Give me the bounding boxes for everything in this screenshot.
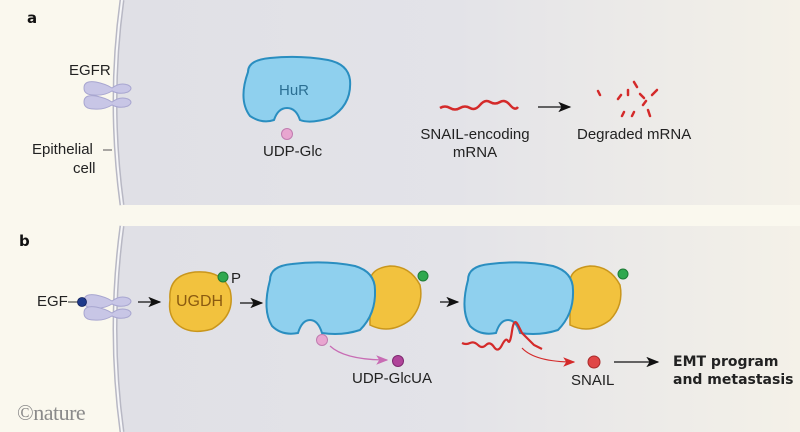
nature-credit: ©nature <box>17 400 86 425</box>
hur-label: HuR <box>279 82 310 99</box>
panel-label-a: a <box>27 9 38 27</box>
udp-glc-label: UDP-Glc <box>263 143 323 160</box>
degraded-mrna-fragments <box>596 80 659 118</box>
snail-mrna-b <box>461 320 543 351</box>
phosphate-label: P <box>231 270 242 287</box>
cell-panel-a <box>115 0 800 205</box>
panel-label-b: b <box>19 232 30 250</box>
snail-mrna-label-line2: mRNA <box>452 144 498 161</box>
egf-label: EGF <box>37 293 68 310</box>
snail-mrna-label-line1: SNAIL-encoding <box>420 126 530 143</box>
snail-protein <box>587 355 601 369</box>
egfr-receptor-b <box>83 294 132 321</box>
emt-outcome-line1: EMT program <box>673 354 779 370</box>
udp-glcua-label: UDP-GlcUA <box>352 370 433 387</box>
snail-mrna-a <box>439 99 519 111</box>
phosphate-1 <box>217 271 229 283</box>
hur-ugdh-complex-1 <box>265 261 429 335</box>
udp-glcua-molecule <box>392 355 404 367</box>
hur-ugdh-complex-2 <box>463 261 629 335</box>
degraded-mrna-label: Degraded mRNA <box>577 126 692 143</box>
udp-glc-molecule-b <box>316 334 328 346</box>
egfr-receptor-a <box>83 81 132 110</box>
epithelial-cell-label-line1: Epithelial <box>32 141 93 158</box>
udp-glc-molecule <box>281 128 293 140</box>
cell-panel-b <box>115 226 800 432</box>
egfr-label: EGFR <box>69 62 111 79</box>
hur-protein-a <box>242 55 352 123</box>
ugdh-enzyme <box>168 271 232 333</box>
emt-outcome-line2: and metastasis <box>673 372 794 388</box>
ugdh-label: UGDH <box>176 293 224 310</box>
epithelial-cell-label-line2: cell <box>73 160 96 177</box>
egf-ligand <box>77 297 87 307</box>
snail-label: SNAIL <box>571 372 615 389</box>
